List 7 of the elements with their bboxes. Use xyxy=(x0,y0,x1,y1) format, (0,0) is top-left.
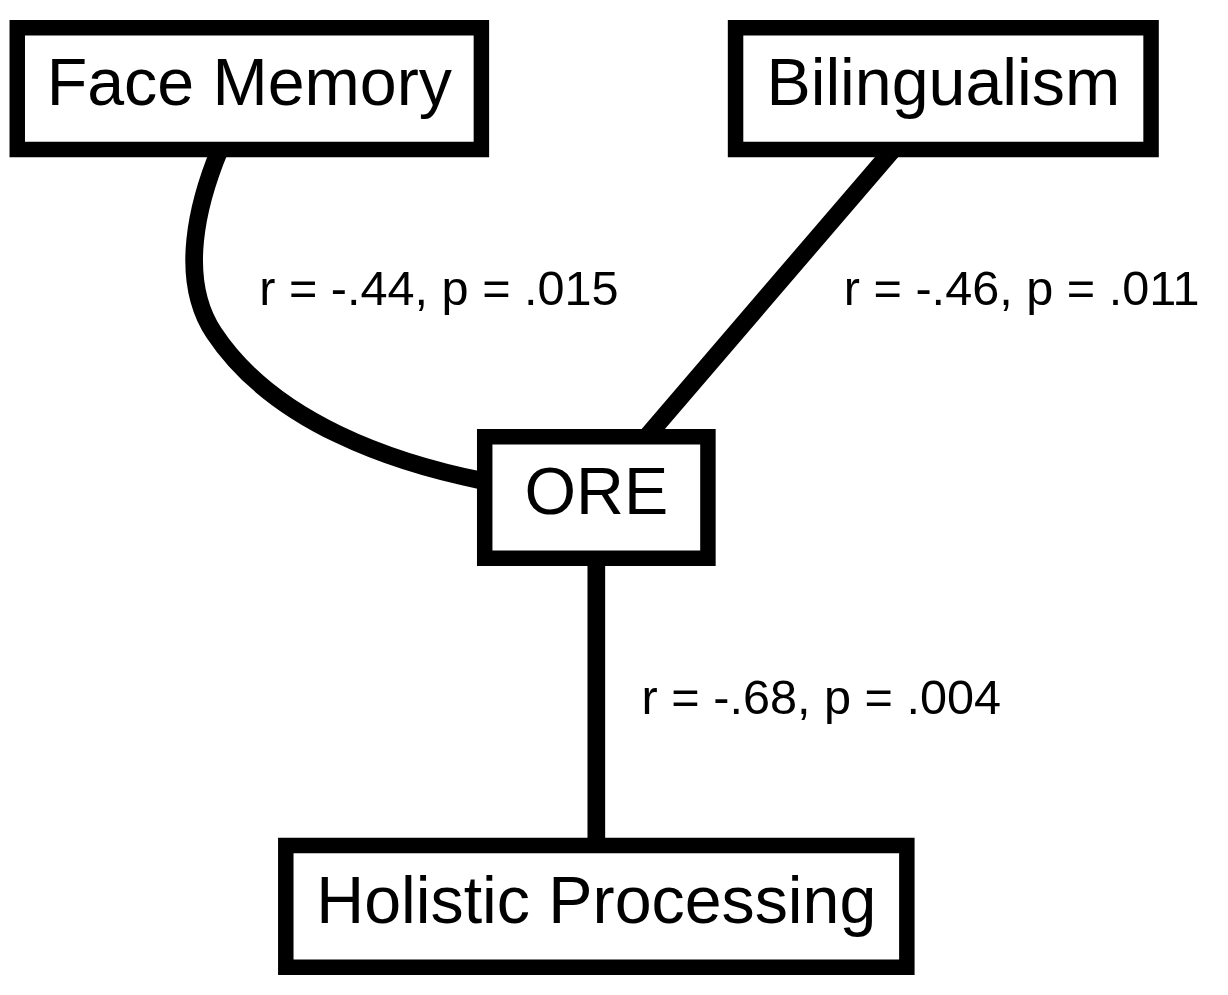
edge-label: r = -.68, p = .004 xyxy=(641,670,1002,725)
node-box: Bilingualism xyxy=(727,20,1159,158)
node-box: ORE xyxy=(476,429,716,566)
node-box: Face Memory xyxy=(9,20,490,158)
edge-label: r = -.44, p = .015 xyxy=(259,261,619,316)
node-box: Holistic Processing xyxy=(278,837,915,975)
edge-label: r = -.46, p = .011 xyxy=(843,261,1200,316)
